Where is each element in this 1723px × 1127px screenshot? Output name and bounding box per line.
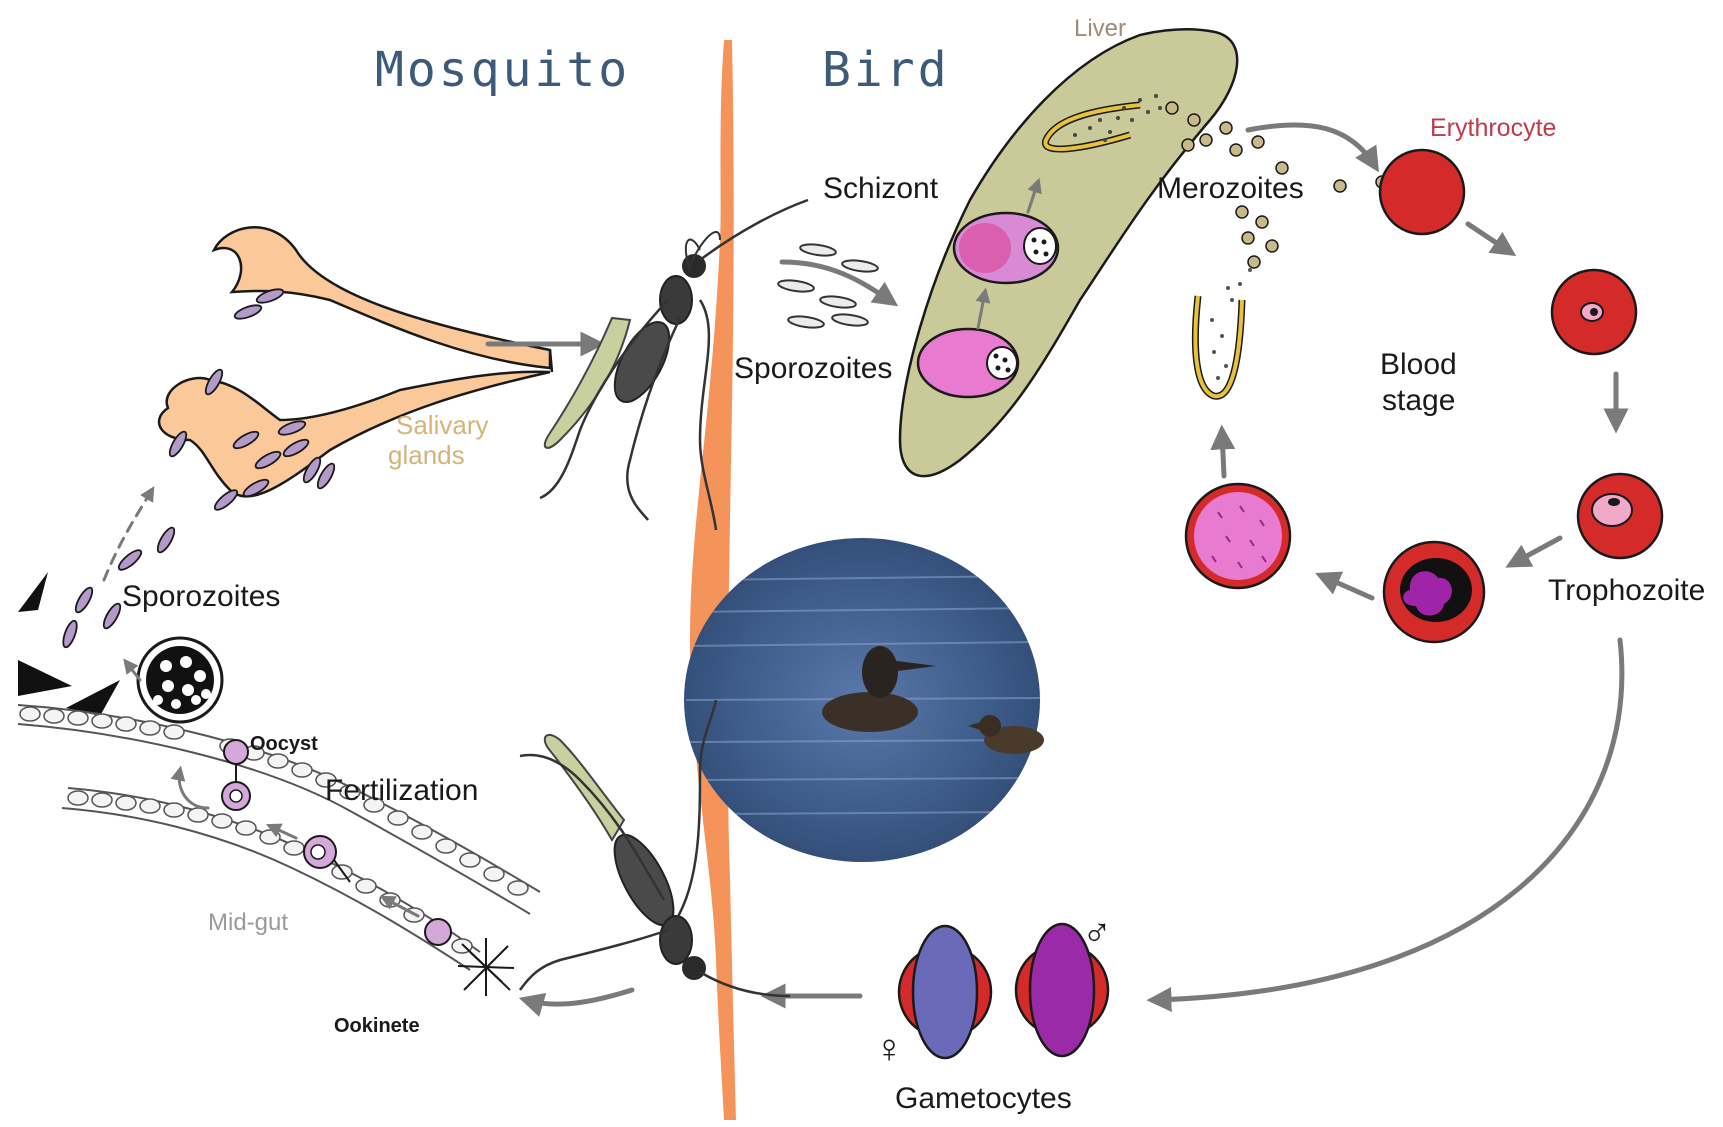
fertilization-label: Fertilization	[325, 774, 478, 807]
blood-schizont-cell	[1384, 542, 1484, 642]
loon-photo	[684, 538, 1044, 862]
schizont-label: Schizont	[823, 172, 939, 205]
schizont-cell	[954, 213, 1058, 283]
salivary-glands-label-line2: glands	[388, 440, 465, 470]
mosquito-header: Mosquito	[375, 42, 630, 98]
developing-oocyst	[222, 740, 250, 810]
female-symbol: ♀	[874, 1027, 904, 1071]
erythrocyte	[1380, 150, 1464, 234]
midgut-label: Mid-gut	[208, 909, 288, 936]
merozoites-label: Merozoites	[1157, 172, 1304, 205]
ookinete-cell	[425, 919, 451, 945]
trophozoite-cell	[1578, 474, 1662, 558]
oocyst-label: Oocyst	[250, 733, 318, 755]
merozoites-from-blood	[1236, 206, 1278, 268]
oocyst	[138, 638, 222, 722]
trophozoite-label: Trophozoite	[1548, 574, 1705, 607]
liver-label: Liver	[1074, 15, 1126, 42]
infected-hepatocyte	[918, 329, 1018, 397]
erythrocyte-label: Erythrocyte	[1430, 114, 1556, 142]
sporozoites-bird-label: Sporozoites	[734, 352, 892, 385]
gametocytes-label: Gametocytes	[895, 1082, 1072, 1115]
salivary-glands-label-line1: Salivary	[396, 410, 488, 440]
blood-stage-label-line1: Blood	[1380, 348, 1457, 381]
ookinete-label: Ookinete	[334, 1015, 420, 1037]
liver	[900, 29, 1237, 476]
sporozoites-mosquito-label: Sporozoites	[122, 580, 280, 613]
bird-header: Bird	[822, 42, 950, 98]
late-schizont-cell	[1186, 484, 1290, 588]
rupturing-blood-schizont	[1195, 268, 1252, 396]
female-gametocyte	[899, 926, 991, 1058]
salivary-glands	[159, 227, 552, 496]
male-symbol: ♂	[1082, 911, 1112, 955]
ring-stage-cell	[1552, 270, 1636, 354]
blood-stage-label-line2: stage	[1382, 384, 1455, 417]
